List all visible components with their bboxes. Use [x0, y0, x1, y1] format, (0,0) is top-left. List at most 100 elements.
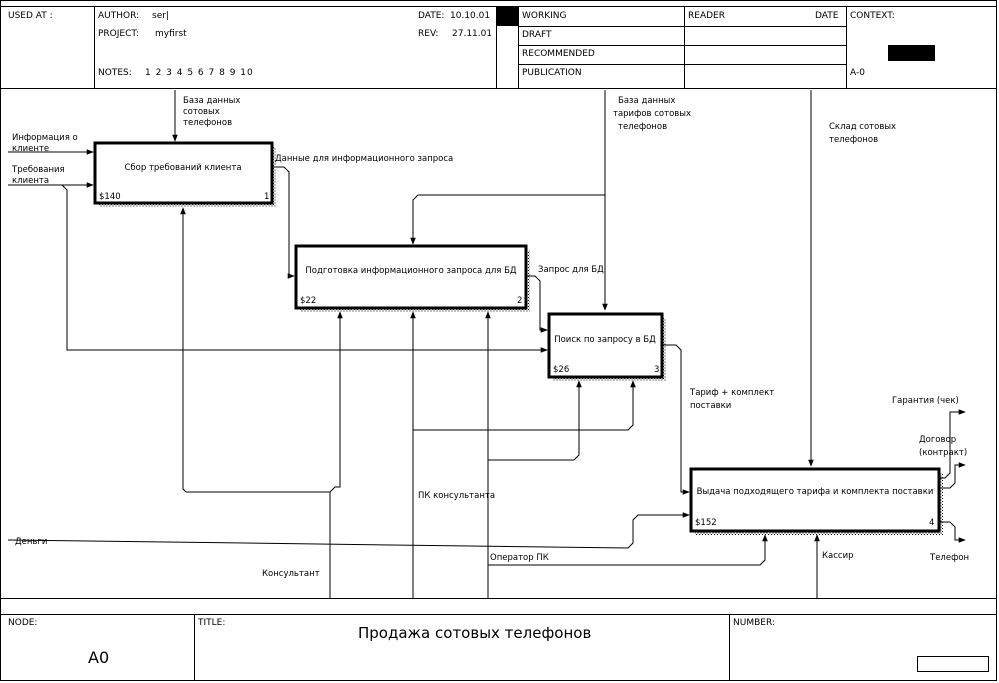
number-label: NUMBER: — [733, 618, 775, 628]
arrows — [7, 90, 966, 598]
label-pc-operator: Оператор ПК — [490, 553, 549, 563]
author-label: AUTHOR: — [98, 11, 140, 21]
date-value: 10.10.01 — [450, 11, 491, 21]
status-row-line — [518, 26, 846, 27]
status-publication: PUBLICATION — [522, 68, 582, 78]
box-4-label: Выдача подходящего тарифа и комплекта по… — [697, 487, 934, 497]
box-3-number: 3 — [654, 365, 659, 375]
arrow-labels: База данных сотовых телефонов Информация… — [11, 96, 969, 579]
header-top-line — [0, 6, 997, 7]
label-client-req-1: Требования — [11, 165, 65, 175]
footer-top-line — [0, 598, 997, 599]
arrow-pc-consultant-b3 — [413, 380, 636, 431]
label-client-info-2: клиенте — [12, 144, 49, 154]
arrow-req-to-box3 — [61, 184, 548, 353]
header-divider — [846, 6, 847, 88]
label-db-tariffs-2: тарифов сотовых — [613, 109, 691, 119]
box-4-number: 4 — [929, 518, 934, 528]
box-3-label: Поиск по запросу в БД — [554, 335, 656, 345]
arrow-db-tariffs-branch — [410, 194, 605, 245]
notes-label: NOTES: — [98, 68, 132, 78]
box-1-number: 1 — [264, 192, 269, 202]
label-db-tariffs-3: телефонов — [618, 122, 667, 132]
status-recommended: RECOMMENDED — [522, 49, 595, 59]
box-3-cost: $26 — [553, 365, 569, 375]
reader-date-label: DATE — [815, 11, 839, 21]
label-warehouse-2: телефонов — [829, 135, 878, 145]
label-db-phones-1: База данных — [183, 96, 240, 106]
node-label: NODE: — [8, 618, 38, 628]
arrow-pc-operator-b3 — [488, 380, 582, 461]
used-at-label: USED AT : — [8, 11, 53, 21]
header-divider — [518, 6, 519, 88]
arrow-warranty — [939, 409, 966, 479]
page-number-box — [917, 656, 989, 672]
rev-label: REV: — [418, 29, 439, 39]
page-title: Продажа сотовых телефонов — [358, 624, 592, 642]
footer-top-line-2 — [0, 614, 997, 615]
header-divider — [496, 6, 497, 88]
context-node: A-0 — [850, 68, 865, 78]
label-db-query: Запрос для БД — [538, 265, 604, 275]
arrow-phone — [939, 521, 966, 543]
notes-value: 1 2 3 4 5 6 7 8 9 10 — [145, 68, 254, 78]
context-label: CONTEXT: — [850, 11, 895, 21]
arrow-consultant-box1 — [180, 207, 331, 565]
function-box-1[interactable]: Сбор требований клиента $140 1 — [93, 141, 274, 205]
label-tariff-kit-2: поставки — [690, 401, 731, 411]
header-divider — [684, 6, 685, 88]
arrow-db-query — [526, 275, 548, 333]
author-value: ser| — [152, 11, 169, 21]
status-draft: DRAFT — [522, 30, 552, 40]
box-2-label: Подготовка информационного запроса для Б… — [305, 266, 517, 276]
working-marker — [497, 7, 518, 26]
label-cashier: Кассир — [822, 551, 854, 561]
function-box-3[interactable]: Поиск по запросу в БД $26 3 — [547, 312, 664, 379]
label-client-info-1: Информация о — [12, 133, 78, 143]
project-value: myfirst — [155, 29, 187, 39]
node-value: A0 — [88, 648, 110, 667]
status-working: WORKING — [522, 11, 567, 21]
title-label: TITLE: — [198, 618, 226, 628]
box-2-cost: $22 — [300, 296, 316, 306]
rev-value: 27.11.01 — [452, 29, 493, 39]
label-phone: Телефон — [929, 553, 969, 563]
footer-divider — [194, 614, 195, 681]
arrow-pc-operator-b4 — [488, 534, 768, 566]
label-pc-consultant: ПК консультанта — [418, 491, 495, 501]
label-money: Деньги — [15, 537, 47, 547]
label-contract-2: (контракт) — [919, 448, 967, 458]
box-1-label: Сбор требований клиента — [124, 163, 241, 173]
status-row-line — [518, 45, 846, 46]
arrow-contract — [939, 462, 966, 489]
label-db-phones-3: телефонов — [183, 118, 232, 128]
label-tariff-kit-1: Тариф + комплект — [689, 388, 774, 398]
label-db-phones-2: сотовых — [183, 107, 220, 117]
function-box-4[interactable]: Выдача подходящего тарифа и комплекта по… — [689, 467, 941, 533]
context-thumbnail — [888, 45, 935, 61]
function-box-2[interactable]: Подготовка информационного запроса для Б… — [294, 244, 528, 310]
box-4-cost: $152 — [695, 518, 717, 528]
header-bottom-border — [0, 88, 997, 89]
label-warehouse-1: Склад сотовых — [829, 122, 896, 132]
status-row-line — [518, 64, 846, 65]
project-label: PROJECT: — [98, 29, 139, 39]
reader-label: READER — [688, 11, 725, 21]
label-warranty: Гарантия (чек) — [892, 396, 959, 406]
arrow-money — [7, 512, 690, 549]
label-request-data: Данные для информационного запроса — [275, 154, 453, 164]
date-label: DATE: — [418, 11, 445, 21]
arrow-request-data — [272, 166, 295, 279]
label-client-req-2: клиента — [12, 176, 49, 186]
label-contract-1: Договор — [919, 435, 956, 445]
box-2-number: 2 — [517, 296, 522, 306]
arrow-tariff-kit — [662, 344, 690, 495]
label-db-tariffs-1: База данных — [618, 96, 675, 106]
box-1-cost: $140 — [99, 192, 121, 202]
label-consultant: Консультант — [262, 569, 320, 579]
arrow-consultant-box2 — [329, 311, 343, 493]
header-divider — [94, 6, 95, 88]
footer-divider — [729, 614, 730, 681]
